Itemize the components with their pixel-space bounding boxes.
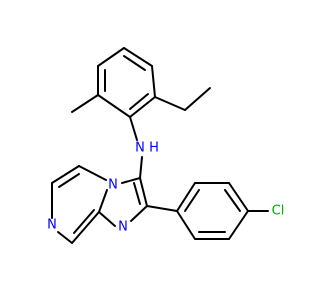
ring2-bond-c xyxy=(228,182,249,212)
molecule-structure: N H N N N Cl xyxy=(47,47,284,244)
structure-canvas: N H N N N Cl xyxy=(47,47,285,244)
amine-imidazole-bond xyxy=(139,156,143,179)
pyr-bond-n7-c8 xyxy=(57,231,73,244)
ring2-bond-f xyxy=(176,210,196,240)
atom-labels: N H N N N Cl xyxy=(47,141,284,235)
amine-hydrogen-label: H xyxy=(149,141,159,156)
pyrazine-nitrogen-label: N xyxy=(47,218,57,233)
imid-bond-c3-n4 xyxy=(121,177,141,184)
aryl-amine-bond xyxy=(129,116,138,141)
ring1-bond-a xyxy=(97,94,131,118)
pyr-bond-c5-c6-inner xyxy=(58,173,80,188)
imid-bond-c3-c2-inner xyxy=(133,182,141,205)
ring1-bond-f xyxy=(129,96,156,118)
imid-aryl-bond xyxy=(146,205,178,212)
pyr-bond-c5-c6 xyxy=(51,165,80,184)
imid-bond-c2-n1 xyxy=(130,205,148,222)
ethyl-bond-1 xyxy=(154,96,186,111)
amine-nitrogen-label: N xyxy=(135,141,145,156)
ring1-bond-d-inner xyxy=(123,55,146,71)
ring2-bond-a-inner xyxy=(184,189,200,212)
ethyl-bond-2 xyxy=(184,87,211,111)
imidazole-nitrogen-label: N xyxy=(118,220,128,235)
chlorine-label: Cl xyxy=(272,204,285,219)
pyr-bond-c8-c8a xyxy=(71,211,100,244)
bonds xyxy=(51,47,269,244)
methyl-bond xyxy=(71,94,99,113)
imid-bond-n1-c8a xyxy=(98,211,116,227)
imid-bond-c8a-n4 xyxy=(98,189,108,213)
ring2-bond-a xyxy=(176,182,196,212)
ring2-bond-c-inner xyxy=(224,189,241,212)
ring1-bond-d xyxy=(123,47,153,67)
pyr-bond-c8-c8a-inner xyxy=(73,209,95,234)
pyr-bond-n4-c5 xyxy=(78,165,107,181)
ring1-bond-c xyxy=(97,47,125,67)
ring2-bond-d xyxy=(228,210,249,240)
bridgehead-nitrogen-label: N xyxy=(108,178,118,193)
ring1-bond-e xyxy=(151,65,156,98)
imid-bond-c3-c2 xyxy=(139,177,148,207)
ring1-bond-f-inner xyxy=(129,93,149,110)
